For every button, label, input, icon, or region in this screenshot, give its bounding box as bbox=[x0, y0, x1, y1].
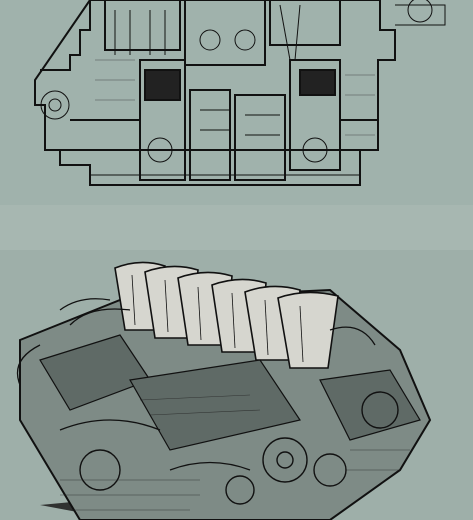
lower-panel bbox=[0, 250, 473, 520]
engine-cross-section-icon bbox=[34, 0, 446, 186]
divider-panel bbox=[0, 205, 473, 250]
